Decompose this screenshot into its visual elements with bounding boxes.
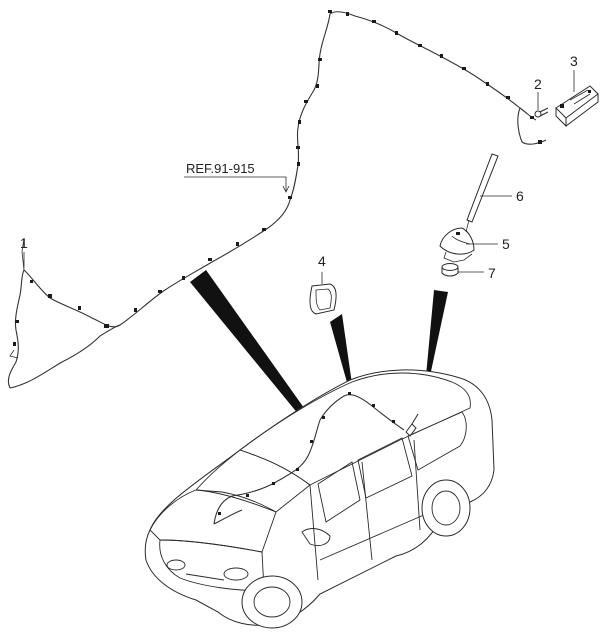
part-2-bolt: [534, 107, 549, 118]
callout-6: 6: [516, 188, 524, 204]
pointer-wedges: [190, 270, 448, 426]
part-5-antenna-base: [439, 227, 475, 263]
callout-3: 3: [570, 53, 578, 69]
callout-4: 4: [318, 253, 326, 269]
minivan-vehicle: [144, 369, 495, 629]
vehicle-roof-harness: [213, 392, 405, 525]
callout-7: 7: [488, 265, 496, 281]
roof-wiring-harness: [7, 10, 547, 389]
reference-label: REF.91-915: [186, 161, 255, 176]
part-3-antenna-amplifier: [555, 85, 599, 128]
callout-labels: 1 2 3 4 5 6 7 REF.91-915: [20, 53, 578, 281]
callout-5: 5: [502, 236, 510, 252]
callout-2: 2: [534, 76, 542, 92]
pointer-wedge-gasket: [330, 314, 352, 386]
leader-lines: [23, 70, 575, 284]
part-4-gasket: [309, 283, 337, 315]
pointer-wedge-harness: [190, 270, 314, 426]
callout-1: 1: [20, 235, 28, 251]
pointer-wedge-antenna: [426, 290, 448, 376]
part-7-grommet: [441, 263, 459, 277]
part-6-antenna-rod: [465, 153, 499, 233]
